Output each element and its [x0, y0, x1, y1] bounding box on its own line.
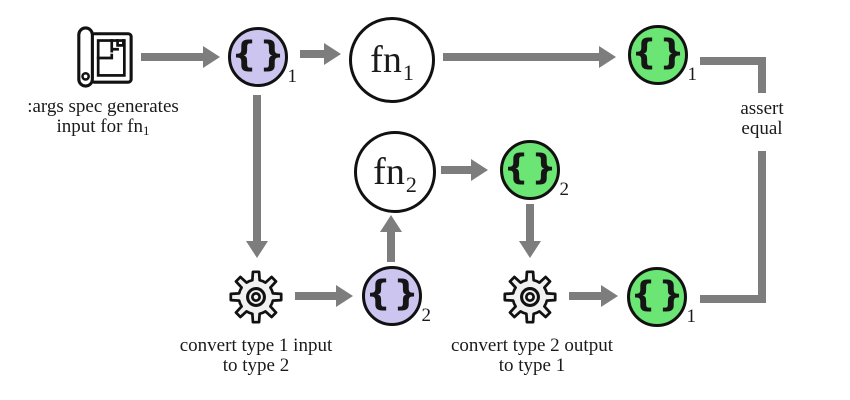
bracket-top-bar [700, 57, 766, 65]
convert2-caption: convert type 2 output to type 1 [451, 335, 613, 376]
spec-caption-line1: :args spec generates [27, 96, 179, 117]
spec-caption: :args spec generates input for fn1 [0, 96, 206, 138]
braces-glyph: {} [631, 32, 688, 73]
fn2-subscript: 2 [405, 172, 417, 197]
node-fn1: fn 1 [349, 17, 435, 103]
braces-glyph: {} [365, 273, 422, 314]
node-subscript: 1 [687, 64, 698, 85]
braces-glyph: {} [630, 274, 687, 315]
gear-icon [229, 270, 283, 324]
bracket-bottom-bar [700, 295, 766, 303]
fn2-label: fn [373, 151, 405, 193]
bracket-bottom-stem [758, 151, 766, 303]
node-subscript: 1 [287, 66, 298, 87]
node-fn2: fn 2 [354, 131, 436, 213]
braces-glyph: {} [231, 34, 288, 75]
node-output-type1-top: {} 1 [628, 25, 697, 85]
node-input-type1: {} 1 [228, 27, 297, 87]
spec-caption-line2: input for fn1 [56, 116, 150, 138]
convert1-caption: convert type 1 input to type 2 [179, 335, 333, 376]
blueprint-floor-plan-icon [77, 26, 133, 88]
bracket-top-stem [758, 57, 766, 93]
node-subscript: 2 [421, 305, 432, 326]
node-input-type2: {} 2 [362, 266, 431, 326]
braces-glyph: {} [503, 147, 560, 188]
assert-equal-label: assert equal [740, 98, 784, 139]
gear-icon [503, 270, 557, 324]
node-subscript: 1 [686, 306, 697, 327]
node-subscript: 2 [559, 179, 570, 200]
fn1-label: fn [370, 39, 402, 81]
spec-caption-sub: 1 [143, 123, 150, 138]
fn1-subscript: 1 [402, 60, 414, 85]
node-output-type1-bottom: {} 1 [627, 267, 696, 327]
node-output-type2: {} 2 [500, 140, 569, 200]
